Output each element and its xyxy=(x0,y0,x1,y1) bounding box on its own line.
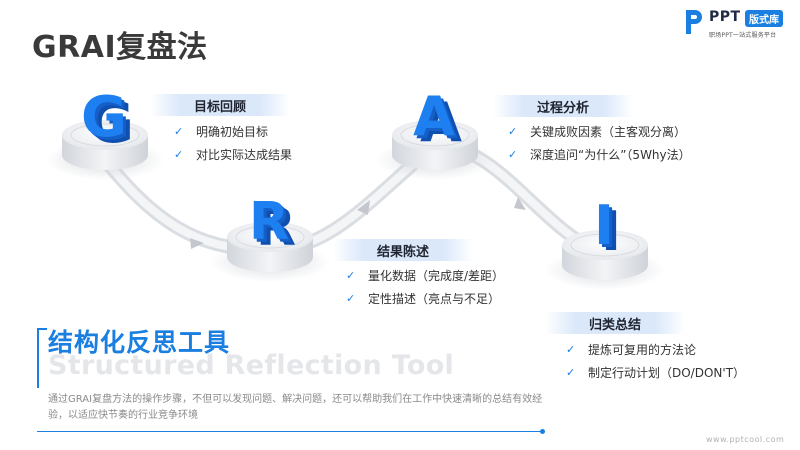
svg-text:A: A xyxy=(413,85,455,148)
logo-icon xyxy=(686,10,702,34)
letter-r-icon: R R R xyxy=(249,192,296,258)
list-item: ✓制定行动计划（DO/DON'T） xyxy=(566,366,746,380)
pedestal-g xyxy=(45,120,165,180)
svg-text:G: G xyxy=(88,91,134,156)
pedestal-i xyxy=(545,230,665,290)
arrow-icon xyxy=(190,197,526,249)
heading-english: Structured Reflection Tool xyxy=(48,350,455,381)
logo-subtitle: 职场PPT一站式服务平台 xyxy=(709,32,777,39)
check-icon: ✓ xyxy=(566,343,576,356)
svg-text:G: G xyxy=(81,85,127,150)
svg-text:G: G xyxy=(84,88,130,153)
heading-chinese: 结构化反思工具 xyxy=(48,328,231,357)
check-icon: ✓ xyxy=(174,148,184,161)
list-item: ✓提炼可复用的方法论 xyxy=(566,343,697,357)
step-r-label: 结果陈述 xyxy=(333,239,473,261)
check-icon: ✓ xyxy=(346,292,356,305)
svg-text:A: A xyxy=(416,88,458,151)
logo-ppt-text: PPT xyxy=(709,9,741,25)
svg-text:I: I xyxy=(601,200,621,263)
list-item: ✓明确初始目标 xyxy=(174,125,269,139)
svg-text:I: I xyxy=(597,197,617,260)
step-g-list: ✓明确初始目标 ✓对比实际达成结果 xyxy=(174,120,292,166)
check-icon: ✓ xyxy=(174,125,184,138)
divider-dot xyxy=(540,429,545,434)
list-item: ✓深度追问“为什么”（5Why法） xyxy=(508,148,691,162)
step-a-list: ✓关键成败因素（主客观分离） ✓深度追问“为什么”（5Why法） xyxy=(508,120,691,166)
bracket-line xyxy=(37,328,47,330)
check-icon: ✓ xyxy=(508,148,518,161)
step-r-list: ✓量化数据（完成度/差距） ✓定性描述（亮点与不足） xyxy=(346,264,504,310)
list-item: ✓定性描述（亮点与不足） xyxy=(346,292,501,306)
step-g-label: 目标回顾 xyxy=(150,94,290,116)
description-text: 通过GRAI复盘方法的操作步骤，不但可以发现问题、解决问题，还可以帮助我们在工作… xyxy=(48,394,543,421)
svg-text:R: R xyxy=(249,192,289,252)
check-icon: ✓ xyxy=(346,269,356,282)
list-item: ✓量化数据（完成度/差距） xyxy=(346,269,505,283)
letter-a-icon: A A A xyxy=(413,85,462,154)
step-a-label: 过程分析 xyxy=(493,95,633,117)
website-url: www.pptcool.com xyxy=(706,435,785,444)
list-item: ✓对比实际达成结果 xyxy=(174,148,293,162)
step-i-label: 归类总结 xyxy=(545,312,685,334)
svg-text:A: A xyxy=(420,91,462,154)
brand-logo: PPT 版式库 职场PPT一站式服务平台 xyxy=(683,8,795,44)
pedestal-a xyxy=(375,120,495,180)
list-item: ✓关键成败因素（主客观分离） xyxy=(508,125,687,139)
letter-i-icon: I I I xyxy=(594,194,621,263)
logo-badge: 版式库 xyxy=(745,10,783,27)
letter-g-icon: G G G xyxy=(81,85,134,156)
check-icon: ✓ xyxy=(566,366,576,379)
svg-text:R: R xyxy=(252,195,292,255)
svg-text:I: I xyxy=(594,194,614,257)
pedestal-r xyxy=(210,222,330,282)
page-title: GRAI复盘法 xyxy=(32,30,208,65)
step-i-list: ✓提炼可复用的方法论 ✓制定行动计划（DO/DON'T） xyxy=(566,338,745,384)
check-icon: ✓ xyxy=(508,125,518,138)
divider xyxy=(37,431,542,432)
svg-text:R: R xyxy=(256,198,296,258)
bracket-line xyxy=(37,328,39,388)
